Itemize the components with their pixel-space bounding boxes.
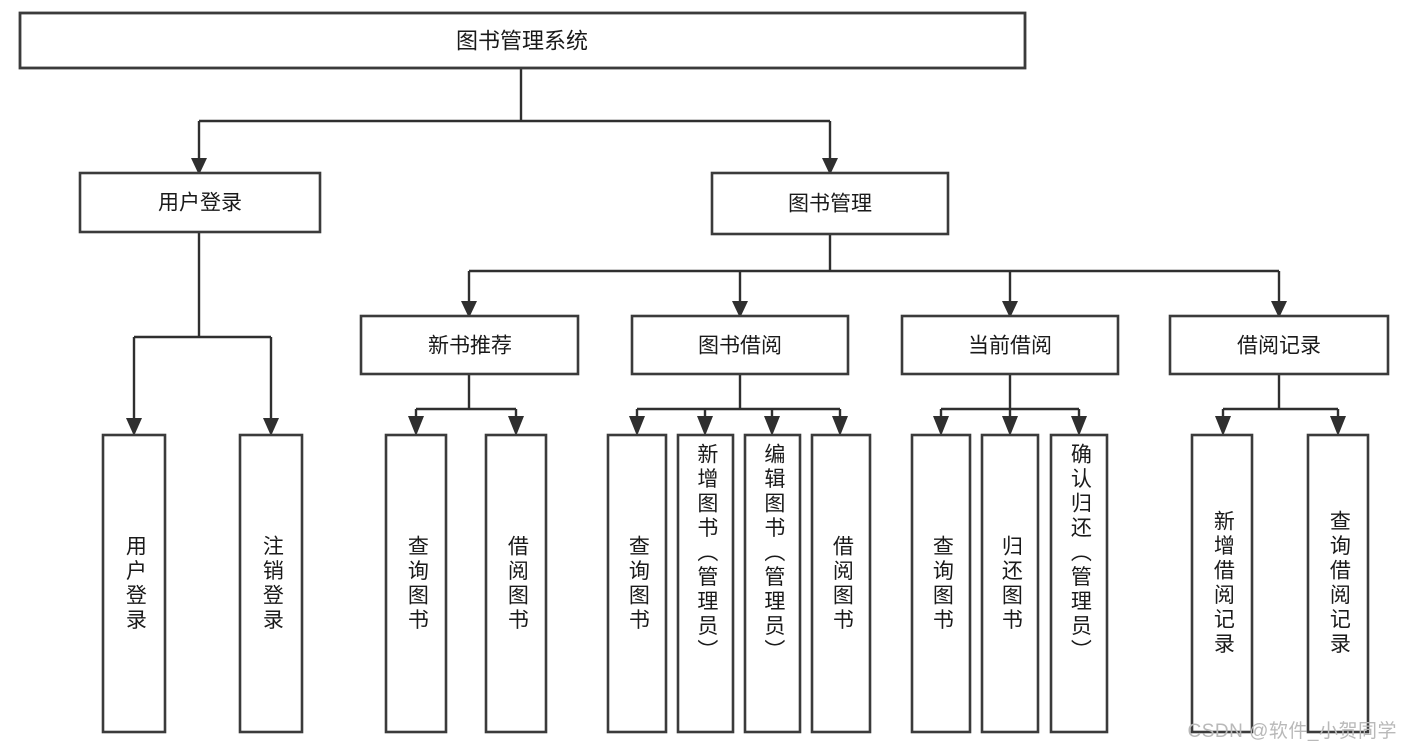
node-borrow-record-label: 借阅记录 [1237,335,1321,358]
node-borrow-record[interactable] [1168,314,1390,376]
arrow-br-leaf-2 [1330,416,1346,436]
arrow-to-book-manage [822,158,838,175]
node-leaf-borrow-book[interactable] [810,433,872,734]
node-root-label: 图书管理系统 [456,29,588,54]
node-leaf-edit-book-admin[interactable] [743,433,802,734]
node-new-book-recommend-label: 新书推荐 [428,335,512,358]
node-leaf-user-login[interactable] [101,433,167,734]
csdn-watermark: CSDN @软件_小贺同学 [1187,721,1397,742]
node-new-book-recommend[interactable] [359,314,580,376]
arrow-cb-leaf-2 [1002,416,1018,436]
node-leaf-query-borrow-record[interactable] [1306,433,1370,734]
arrow-bb-leaf-3 [764,416,780,436]
node-leaf-query-book-borrow[interactable] [606,433,668,734]
node-root-book-management-system[interactable] [18,11,1027,70]
node-leaf-return-book[interactable] [980,433,1040,734]
node-current-borrow[interactable] [900,314,1120,376]
node-leaf-confirm-return-admin[interactable] [1049,433,1109,734]
arrow-user-login-leaf-1 [126,418,142,436]
arrow-to-new-book [461,301,477,318]
arrow-user-login-leaf-2 [263,418,279,436]
node-user-login-label: 用户登录 [158,192,242,215]
node-leaf-borrow-book-recommend[interactable] [484,433,548,734]
node-book-management-label: 图书管理 [788,193,872,216]
arrow-to-book-borrow [732,301,748,318]
arrow-cb-leaf-3 [1071,416,1087,436]
connector-layer [126,68,1346,436]
node-current-borrow-label: 当前借阅 [968,335,1052,358]
node-layer: 图书管理系统 用户登录 图书管理 新书推荐 图书借阅 当前借阅 借阅记录 [18,11,1390,734]
arrow-bb-leaf-1 [629,416,645,436]
node-book-borrow-label: 图书借阅 [698,335,782,358]
arrow-to-user-login [191,158,207,175]
arrow-br-leaf-1 [1215,416,1231,436]
node-book-management[interactable] [710,171,950,236]
node-leaf-add-book-admin[interactable] [676,433,735,734]
node-leaf-query-book-current[interactable] [910,433,972,734]
node-leaf-add-borrow-record[interactable] [1190,433,1254,734]
arrow-to-borrow-record [1271,301,1287,318]
arrow-to-current-borrow [1002,301,1018,318]
arrow-cb-leaf-1 [933,416,949,436]
node-leaf-logout[interactable] [238,433,304,734]
node-book-borrow[interactable] [630,314,850,376]
arrow-bb-leaf-2 [697,416,713,436]
node-user-login[interactable] [78,171,322,234]
arrow-bb-leaf-4 [832,416,848,436]
arrow-new-book-leaf-2 [508,416,524,436]
node-leaf-query-book-recommend[interactable] [384,433,448,734]
arrow-new-book-leaf-1 [408,416,424,436]
